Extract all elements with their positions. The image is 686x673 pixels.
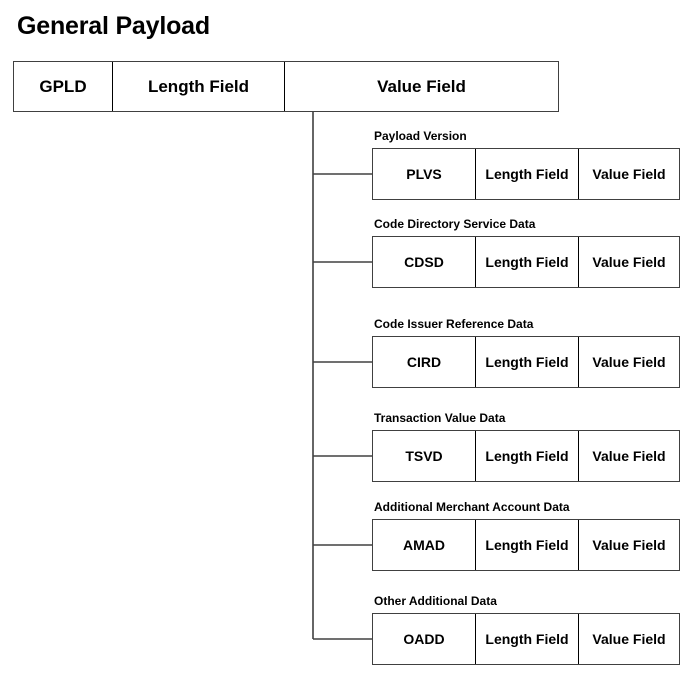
sub-label-additional-merchant-account-data: Additional Merchant Account Data [374,500,570,514]
sub-cell-value-tsvd: Value Field [592,448,666,464]
sub-cell-length-amad: Length Field [476,520,579,570]
sub-row-code-issuer-reference-data: CIRD Length Field Value Field [372,336,680,388]
sub-cell-value-cird: Value Field [592,354,666,370]
sub-row-payload-version: PLVS Length Field Value Field [372,148,680,200]
sub-row-other-additional-data: OADD Length Field Value Field [372,613,680,665]
page-title: General Payload [17,12,210,40]
sub-cell-tag-cdsd: CDSD [373,237,476,287]
sub-group-additional-merchant-account-data: Additional Merchant Account Data AMAD Le… [372,500,680,571]
sub-cell-length-oadd: Length Field [476,614,579,664]
sub-row-additional-merchant-account-data: AMAD Length Field Value Field [372,519,680,571]
root-cell-length: Length Field [113,62,285,111]
sub-cell-length-cird: Length Field [476,337,579,387]
sub-cell-length-tsvd: Length Field [476,431,579,481]
sub-cell-tag-plvs: PLVS [373,149,476,199]
sub-group-transaction-value-data: Transaction Value Data TSVD Length Field… [372,411,680,482]
sub-label-other-additional-data: Other Additional Data [374,594,497,608]
sub-label-transaction-value-data: Transaction Value Data [374,411,506,425]
sub-cell-value-oadd: Value Field [592,631,666,647]
sub-row-code-directory-service-data: CDSD Length Field Value Field [372,236,680,288]
sub-cell-tag-amad: AMAD [373,520,476,570]
general-payload-root-row: GPLD Length Field Value Field [13,61,559,112]
sub-cell-length-plvs: Length Field [476,149,579,199]
sub-cell-value-plvs: Value Field [592,166,666,182]
sub-group-payload-version: Payload Version PLVS Length Field Value … [372,129,680,200]
sub-label-payload-version: Payload Version [374,129,467,143]
sub-label-code-directory-service-data: Code Directory Service Data [374,217,536,231]
sub-cell-length-cdsd: Length Field [476,237,579,287]
root-cell-value: Value Field [377,76,466,96]
root-cell-tag: GPLD [14,62,113,111]
sub-group-code-issuer-reference-data: Code Issuer Reference Data CIRD Length F… [372,317,680,388]
sub-cell-tag-oadd: OADD [373,614,476,664]
sub-cell-tag-cird: CIRD [373,337,476,387]
sub-group-code-directory-service-data: Code Directory Service Data CDSD Length … [372,217,680,288]
sub-label-code-issuer-reference-data: Code Issuer Reference Data [374,317,534,331]
sub-row-transaction-value-data: TSVD Length Field Value Field [372,430,680,482]
sub-group-other-additional-data: Other Additional Data OADD Length Field … [372,594,680,665]
sub-cell-value-amad: Value Field [592,537,666,553]
sub-cell-value-cdsd: Value Field [592,254,666,270]
sub-cell-tag-tsvd: TSVD [373,431,476,481]
